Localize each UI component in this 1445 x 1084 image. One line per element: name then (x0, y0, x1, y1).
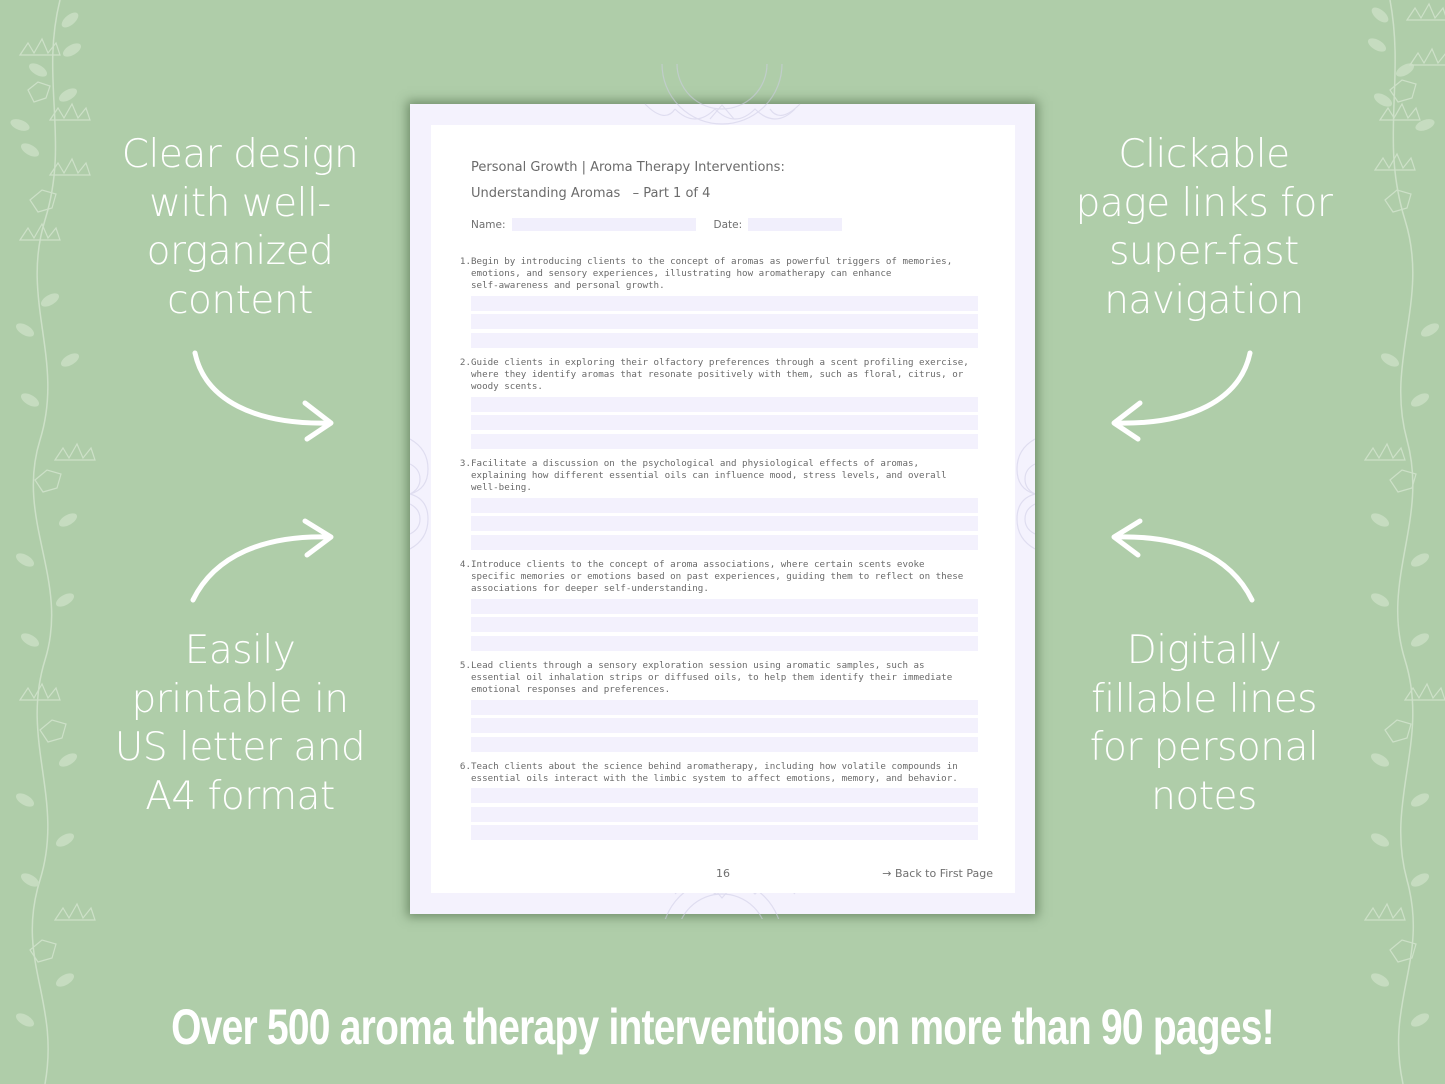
intervention-item-1: 1. Begin by introducing clients to the c… (455, 256, 985, 351)
answer-lines (471, 598, 985, 651)
back-to-first-page-link[interactable]: → Back to First Page (882, 867, 993, 880)
item-number: 1. (459, 256, 471, 267)
answer-line-2-1[interactable] (471, 396, 978, 412)
worksheet-page: Personal Growth | Aroma Therapy Interven… (410, 64, 1035, 919)
item-number: 5. (459, 660, 471, 671)
answer-line-1-3[interactable] (471, 332, 978, 348)
answer-line-1-1[interactable] (471, 295, 978, 311)
answer-line-6-1[interactable] (471, 788, 978, 804)
mandala-right-icon (1016, 438, 1035, 550)
intervention-item-3: 3. Facilitate a discussion on the psycho… (455, 458, 985, 553)
item-number: 6. (459, 761, 471, 772)
answer-lines (471, 396, 985, 449)
name-label: Name: (471, 218, 506, 231)
intervention-item-2: 2. Guide clients in exploring their olfa… (455, 357, 985, 452)
item-text: Teach clients about the science behind a… (471, 761, 958, 785)
mandala-left-icon (410, 438, 429, 550)
worksheet-title: Personal Growth | Aroma Therapy Interven… (471, 155, 785, 207)
date-label: Date: (713, 218, 743, 231)
answer-line-5-2[interactable] (471, 718, 978, 734)
item-number: 2. (459, 357, 471, 368)
answer-line-4-2[interactable] (471, 617, 978, 633)
promo-banner: Over 500 aroma therapy interventions on … (171, 999, 1274, 1055)
feature-clear-design: Clear design with well- organized conten… (121, 132, 359, 323)
answer-line-2-2[interactable] (471, 415, 978, 431)
answer-lines (471, 699, 985, 752)
intervention-item-4: 4. Introduce clients to the concept of a… (455, 559, 985, 654)
curved-arrow-right-down-icon (192, 350, 334, 442)
worksheet-title-line-1: Personal Growth | Aroma Therapy Interven… (471, 160, 785, 175)
item-text: Guide clients in exploring their olfacto… (471, 357, 969, 393)
feature-fillable-lines: Digitally fillable lines for personal no… (1089, 628, 1319, 819)
answer-line-3-1[interactable] (471, 497, 978, 513)
intervention-item-6: 6. Teach clients about the science behin… (455, 761, 985, 844)
feature-clickable-links: Clickable page links for super-fast navi… (1075, 132, 1333, 323)
item-number: 3. (459, 458, 471, 469)
feature-printable: Easily printable in US letter and A4 for… (114, 628, 366, 819)
floral-vine-right-icon (1363, 0, 1445, 1084)
curved-arrow-right-up-icon (190, 518, 334, 603)
answer-line-4-1[interactable] (471, 598, 978, 614)
answer-line-5-1[interactable] (471, 699, 978, 715)
intervention-item-5: 5. Lead clients through a sensory explor… (455, 660, 985, 755)
name-date-row: Name: Date: (471, 218, 843, 231)
item-text: Introduce clients to the concept of arom… (471, 559, 964, 595)
mandala-top-icon (644, 64, 801, 125)
curved-arrow-left-up-icon (1111, 518, 1255, 603)
worksheet-title-line-2: Understanding Aromas – Part 1 of 4 (471, 186, 711, 201)
item-text: Facilitate a discussion on the psycholog… (471, 458, 947, 494)
answer-line-6-2[interactable] (471, 806, 978, 822)
answer-line-5-3[interactable] (471, 736, 978, 752)
curved-arrow-left-down-icon (1111, 350, 1253, 442)
item-number: 4. (459, 559, 471, 570)
floral-vine-left-icon (10, 0, 96, 1084)
answer-line-6-3[interactable] (471, 825, 978, 841)
date-field[interactable] (748, 218, 843, 231)
name-field[interactable] (511, 218, 696, 231)
item-text: Begin by introducing clients to the conc… (471, 256, 953, 292)
page-number: 16 (716, 867, 730, 880)
answer-line-4-3[interactable] (471, 635, 978, 651)
answer-lines (471, 295, 985, 348)
answer-line-3-2[interactable] (471, 516, 978, 532)
item-text: Lead clients through a sensory explorati… (471, 660, 953, 696)
answer-line-1-2[interactable] (471, 314, 978, 330)
answer-lines (471, 497, 985, 550)
answer-line-3-3[interactable] (471, 534, 978, 550)
answer-lines (471, 788, 985, 841)
worksheet-content: Personal Growth | Aroma Therapy Interven… (431, 125, 1015, 893)
answer-line-2-3[interactable] (471, 433, 978, 449)
